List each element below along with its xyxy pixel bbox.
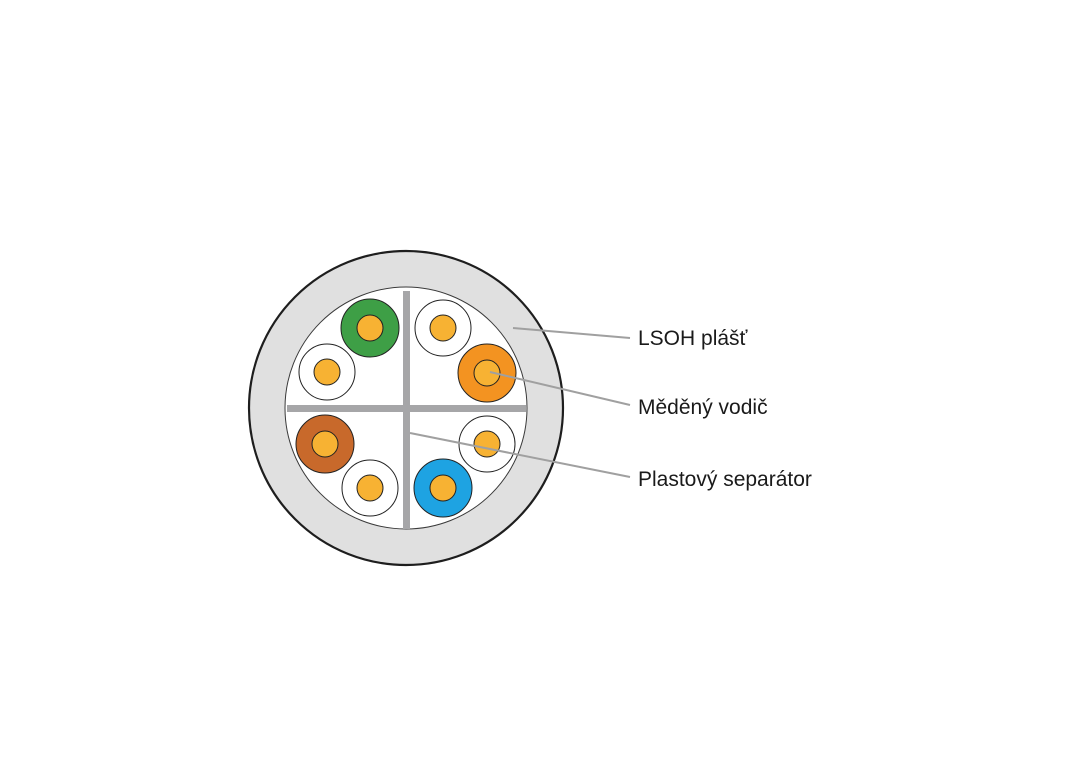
orange-white-conductor (414, 299, 472, 357)
copper-core (473, 359, 501, 387)
copper-core (356, 474, 384, 502)
copper-core (313, 358, 341, 386)
copper-core (311, 430, 339, 458)
brown-white-conductor (341, 459, 399, 517)
leader-line-conductor (489, 371, 631, 406)
green-white-conductor (298, 343, 356, 401)
blue-white-conductor (458, 415, 516, 473)
copper-core (429, 314, 457, 342)
leader-line-jacket (512, 327, 631, 339)
brown-conductor (295, 414, 355, 474)
label-copper-conductor: Měděný vodič (638, 396, 768, 419)
label-plastic-separator: Plastový separátor (638, 468, 812, 491)
green-conductor (340, 298, 400, 358)
copper-core (429, 474, 457, 502)
blue-conductor (413, 458, 473, 518)
leader-line-separator (409, 432, 631, 478)
separator-vertical-arm (403, 291, 410, 529)
orange-conductor (457, 343, 517, 403)
copper-core (356, 314, 384, 342)
copper-core (473, 430, 501, 458)
label-lsoh-jacket: LSOH plášť (638, 327, 749, 350)
